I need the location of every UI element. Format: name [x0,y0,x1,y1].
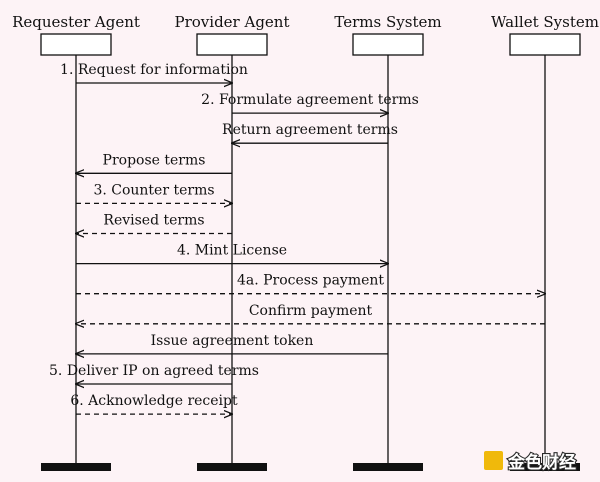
participant-header-box [352,33,424,56]
message-label: Propose terms [103,152,206,168]
lifeline-end-bar [353,463,423,471]
message-8: 4a. Process payment [76,273,545,294]
message-6: Revised terms [76,213,232,234]
message-4: Propose terms [76,152,232,173]
message-label: 4. Mint License [177,243,287,259]
message-label: 4a. Process payment [237,273,384,289]
watermark-logo-icon [484,451,503,470]
participant-label: Wallet System [491,13,599,31]
message-label: 5. Deliver IP on agreed terms [49,363,259,379]
message-11: 5. Deliver IP on agreed terms [49,363,259,384]
message-2: 2. Formulate agreement terms [201,92,419,113]
watermark-text: 金色财经 [507,452,576,473]
message-7: 4. Mint License [76,243,388,264]
participant-header-box [40,33,112,56]
participant-label: Requester Agent [12,13,140,31]
lifeline-end-bar [41,463,111,471]
participant-provider: Provider Agent [175,13,290,471]
message-label: Return agreement terms [222,122,398,138]
participant-header-box [509,33,581,56]
message-label: 1. Request for information [60,62,248,78]
message-label: 3. Counter terms [93,182,214,198]
message-label: Revised terms [103,213,204,229]
participant-label: Terms System [334,13,441,31]
message-1: 1. Request for information [60,62,248,83]
message-label: 2. Formulate agreement terms [201,92,419,108]
message-label: Confirm payment [249,303,373,319]
message-3: Return agreement terms [222,122,398,143]
message-label: Issue agreement token [151,333,314,349]
participant-terms: Terms System [334,13,442,471]
watermark: 金色财经 [484,451,577,474]
participant-label: Provider Agent [175,13,290,31]
participant-requester: Requester Agent [12,13,140,471]
message-9: Confirm payment [76,303,545,324]
message-label: 6. Acknowledge receipt [70,393,238,409]
message-10: Issue agreement token [76,333,388,354]
message-12: 6. Acknowledge receipt [70,393,238,414]
participant-wallet: Wallet System [491,13,599,471]
lifeline-end-bar [510,463,580,471]
message-5: 3. Counter terms [76,182,232,203]
lifeline-end-bar [197,463,267,471]
participant-header-box [196,33,268,56]
